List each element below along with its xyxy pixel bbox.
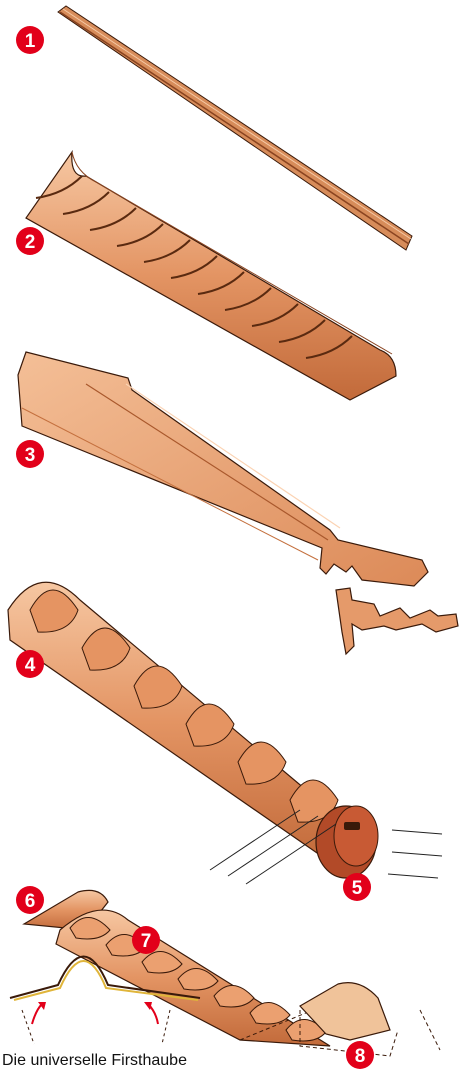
badge-4: 4 bbox=[16, 650, 44, 678]
badge-1: 1 bbox=[16, 26, 44, 54]
fixing-wire bbox=[228, 816, 318, 876]
figure-caption: Die universelle Firsthaube bbox=[2, 1052, 187, 1070]
svg-text:8: 8 bbox=[355, 1046, 366, 1067]
fixing-wire bbox=[210, 810, 300, 870]
svg-text:3: 3 bbox=[25, 445, 36, 466]
svg-text:1: 1 bbox=[25, 31, 36, 52]
badge-2: 2 bbox=[16, 227, 44, 255]
fixing-wire bbox=[392, 852, 442, 856]
svg-text:5: 5 bbox=[352, 878, 363, 899]
badge-8: 8 bbox=[346, 1041, 374, 1069]
svg-text:7: 7 bbox=[141, 931, 152, 952]
badge-3: 3 bbox=[16, 440, 44, 468]
fixing-wire bbox=[388, 874, 438, 878]
adjust-arrow-left-icon bbox=[32, 1004, 42, 1024]
svg-text:6: 6 bbox=[25, 891, 36, 912]
badge-5: 5 bbox=[343, 873, 371, 901]
svg-text:2: 2 bbox=[25, 232, 36, 253]
fixing-wire bbox=[392, 830, 442, 834]
part-7-ridge-tile-row bbox=[56, 910, 330, 1046]
badge-7: 7 bbox=[132, 926, 160, 954]
badge-6: 6 bbox=[16, 886, 44, 914]
part-5-ridge-end-cap bbox=[316, 806, 378, 878]
svg-text:4: 4 bbox=[25, 655, 36, 676]
